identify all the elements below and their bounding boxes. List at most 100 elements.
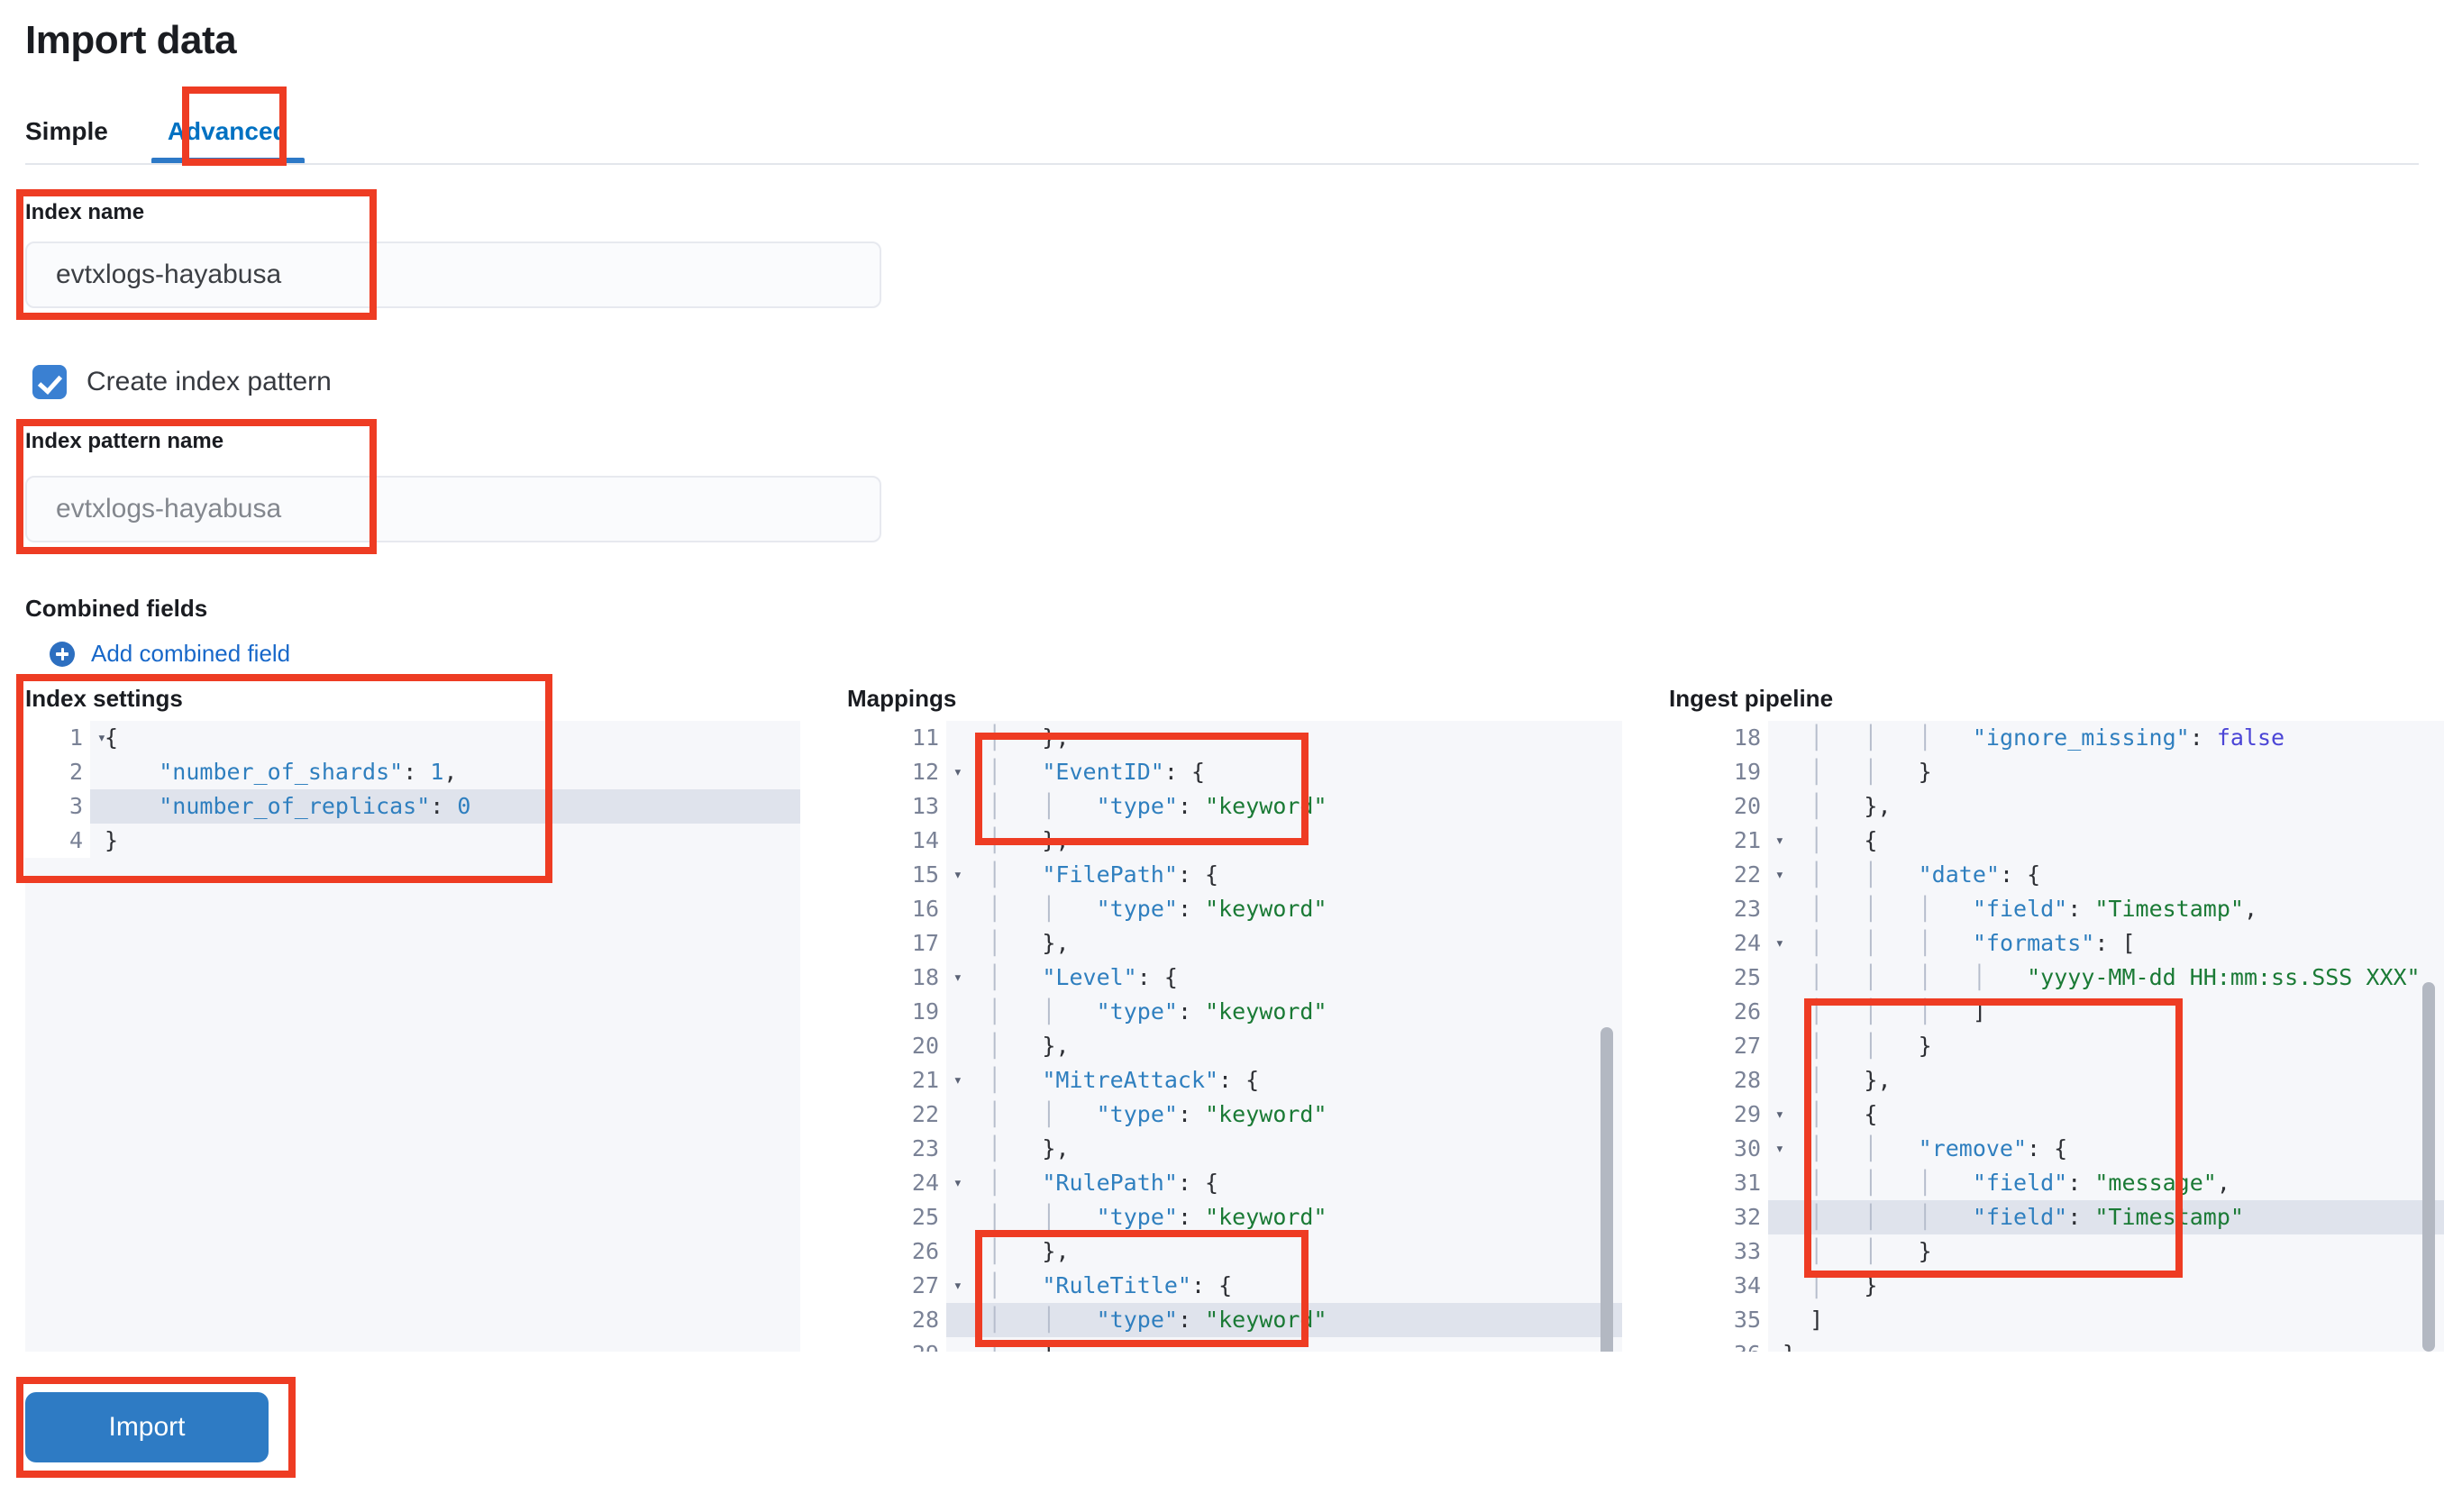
- code-content[interactable]: { "number_of_shards": 1, "number_of_repl…: [90, 721, 800, 858]
- line-number: 13: [911, 793, 939, 819]
- index-pattern-name-label: Index pattern name: [25, 429, 224, 453]
- fold-toggle-icon[interactable]: ▾: [96, 729, 106, 747]
- line-number: 23: [911, 1135, 939, 1161]
- code-line: │ │ }: [1810, 759, 1932, 785]
- code-line: │ │ "type": "keyword": [988, 998, 1327, 1025]
- code-line: │ │ "type": "keyword": [988, 896, 1327, 922]
- fold-toggle-icon[interactable]: ▾: [1774, 832, 1784, 850]
- code-line: │ │ "type": "keyword": [988, 1204, 1327, 1230]
- fold-toggle-icon[interactable]: ▾: [1774, 1140, 1784, 1158]
- line-number: 29▾: [1669, 1098, 1784, 1132]
- code-line: │ {: [1810, 1101, 1878, 1127]
- index-settings-title: Index settings: [25, 685, 183, 712]
- fold-toggle-icon[interactable]: ▾: [953, 969, 962, 987]
- line-number: 3: [68, 793, 83, 819]
- line-number: 27▾: [847, 1269, 962, 1303]
- create-index-pattern-checkbox[interactable]: [32, 365, 67, 399]
- mappings-title: Mappings: [847, 685, 957, 712]
- index-pattern-name-input[interactable]: evtxlogs-hayabusa: [25, 476, 881, 542]
- index-name-input[interactable]: evtxlogs-hayabusa: [25, 241, 881, 308]
- line-number: 21▾: [847, 1063, 962, 1098]
- fold-toggle-icon[interactable]: ▾: [1774, 866, 1784, 884]
- code-line: "number_of_replicas": 0: [159, 793, 471, 819]
- tab-advanced[interactable]: Advanced: [132, 119, 324, 164]
- create-index-pattern-label: Create index pattern: [87, 367, 332, 396]
- code-line: │ "RulePath": {: [988, 1170, 1219, 1196]
- fold-toggle-icon[interactable]: ▾: [953, 1174, 962, 1192]
- code-line: │ },: [988, 1135, 1070, 1161]
- tab-divider: [25, 163, 2419, 165]
- code-line: │ }: [1810, 1272, 1878, 1298]
- code-line: │ {: [1810, 827, 1878, 853]
- code-line: │ },: [1810, 1067, 1892, 1093]
- code-line: │ │ "type": "keyword": [988, 1101, 1327, 1127]
- line-number: 20: [911, 1033, 939, 1059]
- code-line: │ │ │ ]: [1810, 998, 1986, 1025]
- line-number: 18: [1733, 724, 1761, 751]
- line-number: 25: [1733, 964, 1761, 990]
- fold-toggle-icon[interactable]: ▾: [953, 1071, 962, 1089]
- code-line: │ │ "date": {: [1810, 861, 2041, 888]
- code-line: │ "Level": {: [988, 964, 1178, 990]
- code-line: │ },: [988, 827, 1070, 853]
- code-content[interactable]: │ │ │ "ignore_missing": false │ │ } │ },…: [1768, 721, 2444, 1352]
- line-number: 24▾: [1669, 926, 1784, 961]
- import-button[interactable]: Import: [25, 1392, 269, 1462]
- line-number: 11: [911, 724, 939, 751]
- code-line: │ │ "remove": {: [1810, 1135, 2068, 1161]
- line-number: 14: [911, 827, 939, 853]
- fold-toggle-icon[interactable]: ▾: [953, 1277, 962, 1295]
- code-line: "number_of_shards": 1,: [159, 759, 458, 785]
- code-line: │ │ "type": "keyword": [988, 793, 1327, 819]
- code-line: │ │ │ "ignore_missing": false: [1810, 724, 2285, 751]
- code-line: }: [1783, 1337, 2444, 1352]
- code-line: │ │ │ "field": "Timestamp": [1810, 1204, 2244, 1230]
- fold-toggle-icon[interactable]: ▾: [953, 763, 962, 781]
- fold-toggle-icon[interactable]: ▾: [953, 866, 962, 884]
- active-line-highlight: [1669, 1200, 2444, 1234]
- tab-bar: Simple Advanced: [25, 99, 324, 164]
- code-line: │ │ │ "field": "Timestamp",: [1810, 896, 2257, 922]
- create-index-pattern-row[interactable]: Create index pattern: [32, 365, 332, 399]
- tab-simple[interactable]: Simple: [25, 117, 108, 145]
- line-number: 22: [911, 1101, 939, 1127]
- vertical-scrollbar[interactable]: [1600, 1027, 1613, 1352]
- line-number: 29: [847, 1337, 946, 1352]
- active-line-highlight: [25, 789, 800, 824]
- code-line: {: [105, 724, 119, 751]
- line-number: 21▾: [1669, 824, 1784, 858]
- line-number: 27: [1733, 1033, 1761, 1059]
- code-line: │ "RuleTitle": {: [988, 1272, 1233, 1298]
- code-line: ]: [1810, 1307, 1824, 1333]
- add-combined-field-button[interactable]: Add combined field: [50, 640, 290, 668]
- line-number: 19: [911, 998, 939, 1025]
- code-content[interactable]: │ }, │ "EventID": { │ │ "type": "keyword…: [946, 721, 1622, 1352]
- index-name-label: Index name: [25, 200, 145, 224]
- line-number: 34: [1733, 1272, 1761, 1298]
- line-number: 28: [1733, 1067, 1761, 1093]
- line-number: 16: [911, 896, 939, 922]
- line-number: 28: [911, 1307, 939, 1333]
- combined-fields-title: Combined fields: [25, 595, 208, 622]
- line-number: 23: [1733, 896, 1761, 922]
- line-number: 32: [1733, 1204, 1761, 1230]
- code-line: │ "MitreAttack": {: [988, 1067, 1260, 1093]
- fold-toggle-icon[interactable]: ▾: [1774, 1106, 1784, 1124]
- code-line: │ │ }: [1810, 1033, 1932, 1059]
- code-line: │ "EventID": {: [988, 759, 1206, 785]
- code-line: │ },: [961, 1337, 1622, 1352]
- fold-toggle-icon[interactable]: ▾: [1774, 934, 1784, 952]
- code-line: }: [105, 827, 119, 853]
- line-number: 31: [1733, 1170, 1761, 1196]
- code-line: │ │ "type": "keyword": [988, 1307, 1327, 1333]
- add-combined-field-label: Add combined field: [91, 640, 291, 667]
- vertical-scrollbar[interactable]: [2422, 982, 2435, 1352]
- code-line: │ },: [988, 1238, 1070, 1264]
